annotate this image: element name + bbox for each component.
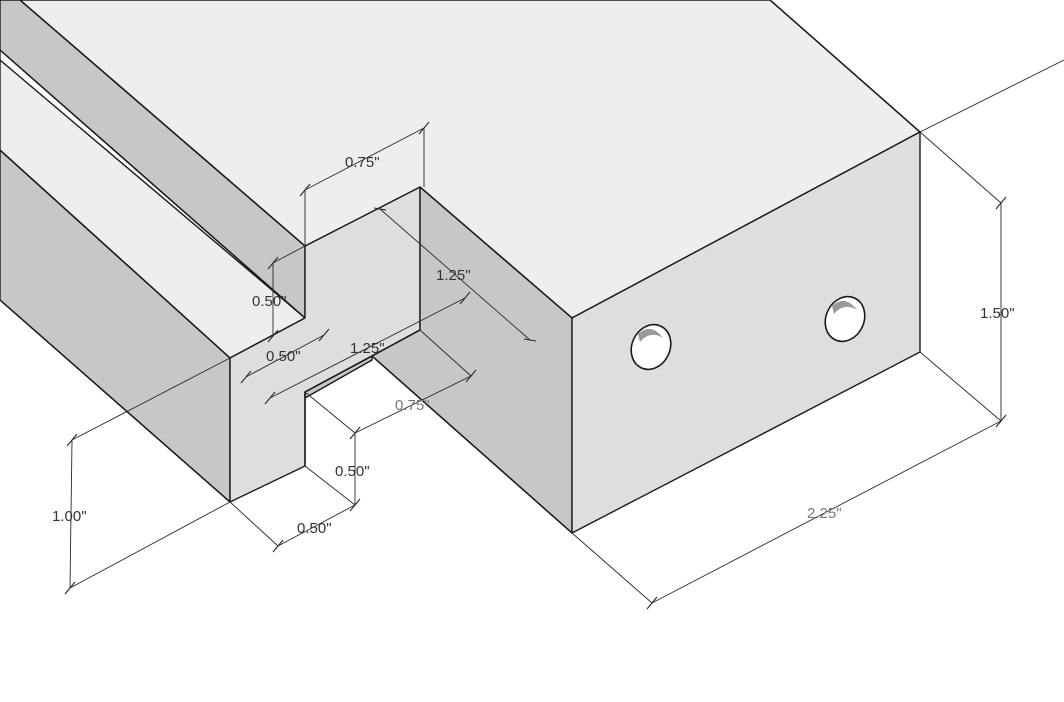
dim-shoulder-height bbox=[267, 245, 306, 343]
dim-label-right-height: 1.50" bbox=[980, 305, 1015, 322]
edge-cheek-bottom bbox=[371, 355, 573, 534]
dim-right-height bbox=[919, 131, 1007, 428]
dim-label-shoulder-width: 0.50" bbox=[266, 348, 301, 365]
dim-left-height bbox=[64, 357, 231, 595]
dim-right-width bbox=[571, 420, 1002, 610]
edge-rail-top bbox=[0, 149, 231, 359]
edge-groove-bottom bbox=[0, 49, 306, 319]
edge-groove-top bbox=[19, 0, 306, 247]
bore-hole-right bbox=[824, 295, 866, 343]
dim-label-slot-width: 0.50" bbox=[297, 520, 332, 537]
edge-tenon-top bbox=[419, 186, 573, 319]
dim-shoulder-width bbox=[240, 328, 330, 384]
edge-rail-bottom bbox=[0, 299, 231, 503]
ext-line-top-right bbox=[919, 59, 1064, 133]
dim-label-shoulder-height: 0.50" bbox=[252, 293, 287, 310]
dim-label-right-width: 2.25" bbox=[807, 505, 842, 522]
dim-tenon-length-top bbox=[373, 207, 537, 342]
dim-slot-width bbox=[229, 501, 356, 553]
dim-label-slot-height: 0.50" bbox=[335, 463, 370, 480]
dim-label-tenon-depth-top: 0.75" bbox=[345, 154, 380, 171]
dim-label-tenon-length-front: 1.25" bbox=[350, 340, 385, 357]
dim-label-left-height: 1.00" bbox=[52, 508, 87, 525]
dim-tenon-length-front bbox=[264, 291, 471, 405]
bore-hole-left bbox=[630, 323, 672, 371]
dim-label-tenon-length-top: 1.25" bbox=[436, 267, 471, 284]
edge-top-back bbox=[769, 0, 921, 133]
dim-label-slot-depth: 0.75" bbox=[395, 397, 430, 414]
dim-tenon-depth-top bbox=[299, 121, 430, 246]
